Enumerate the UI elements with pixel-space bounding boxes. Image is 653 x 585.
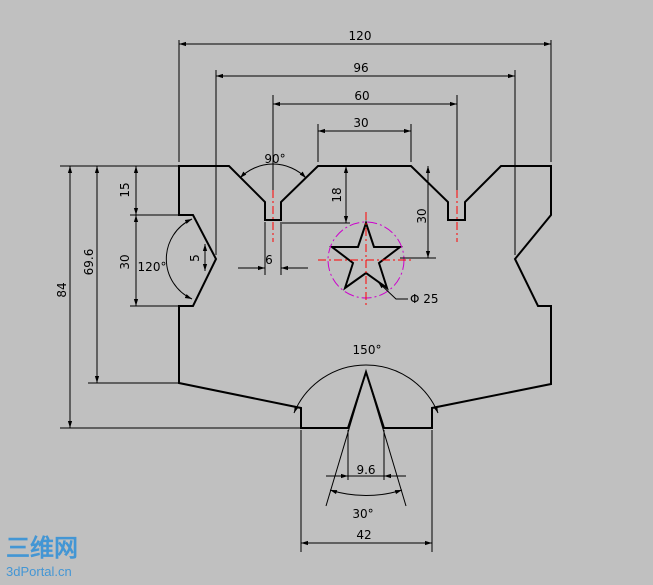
extension-lines (60, 40, 552, 552)
dim-diameter-25: Φ 25 (410, 292, 439, 306)
part-outline (178, 165, 552, 429)
dim-height-15: 15 (118, 182, 132, 197)
dim-height-84: 84 (55, 282, 69, 297)
center-lines (272, 190, 458, 308)
dim-depth-18: 18 (330, 187, 344, 202)
dim-depth-30-right: 30 (415, 208, 429, 223)
dim-width-60: 60 (354, 89, 369, 103)
dim-width-96: 96 (353, 61, 368, 75)
dim-height-69-6: 69.6 (82, 249, 96, 276)
dim-angle-90: 90° (264, 152, 285, 166)
dim-width-42: 42 (356, 528, 371, 542)
dim-angle-120: 120° (138, 260, 167, 274)
watermark-logo: 三维网 (6, 534, 78, 562)
dim-slot-6: 6 (265, 253, 273, 267)
dim-angle-150: 150° (353, 343, 382, 357)
angle-arcs (165, 163, 439, 496)
dim-angle-30: 30° (352, 507, 373, 521)
dim-width-120: 120 (349, 29, 372, 43)
dim-depth-5: 5 (188, 254, 202, 262)
dim-height-30-left: 30 (118, 254, 132, 269)
dimension-lines (67, 41, 551, 546)
watermark-site: 3dPortal.cn (6, 564, 72, 579)
dim-width-9-6: 9.6 (356, 463, 375, 477)
dim-width-30-top: 30 (353, 116, 368, 130)
